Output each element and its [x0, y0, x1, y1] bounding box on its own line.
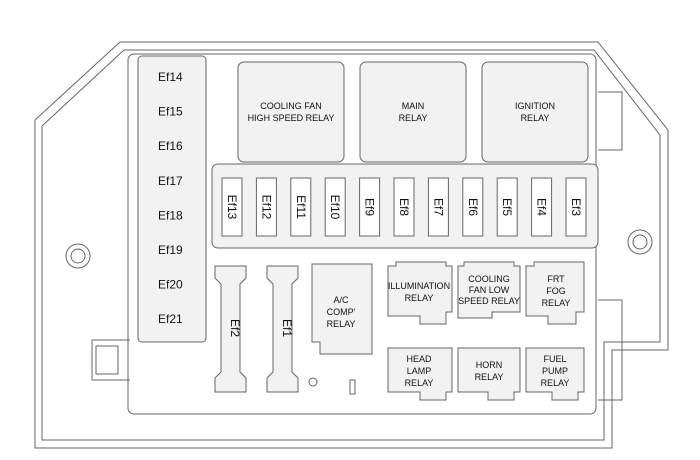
mini-fuse [221, 177, 243, 237]
fuel-pump-relay [525, 347, 585, 401]
relay-label: RELAY [399, 113, 428, 123]
relay-label: FRT [547, 274, 565, 284]
fuse-label: Ef10 [328, 195, 342, 220]
fuse-label: Ef8 [397, 198, 411, 216]
mini-fuse [565, 177, 587, 237]
relay-label: HEAD [406, 354, 432, 364]
mini-fuse [427, 177, 449, 237]
fuse-label: Ef5 [500, 198, 514, 216]
cooling-fan-high-speed-relay [237, 61, 345, 163]
mini-fuse [255, 177, 277, 237]
horn-relay [457, 347, 521, 401]
ignition-relay [481, 61, 589, 163]
relay-label: RELAY [521, 113, 550, 123]
large-fuse-ef1 [266, 265, 299, 393]
fuse-label: Ef20 [158, 278, 183, 292]
relay-label: SPEED RELAY [458, 296, 520, 306]
fuse-label: Ef3 [569, 198, 583, 216]
relay-label: HORN [476, 360, 503, 370]
relay-label: PUMP [542, 366, 568, 376]
relay-label: ILLUMINATION [388, 281, 450, 291]
fuse-label: Ef9 [363, 198, 377, 216]
fuse-label: Ef4 [535, 198, 549, 216]
terminal-slot [349, 379, 356, 395]
mini-fuse [290, 177, 312, 237]
fuse-label: Ef14 [158, 70, 183, 84]
cooling-fan-low-speed-relay [457, 261, 521, 319]
head-lamp-relay [387, 347, 453, 401]
fuse-label: Ef7 [431, 198, 445, 216]
fuse-label: Ef11 [294, 195, 308, 219]
mounting-hole-left-inner [70, 248, 86, 264]
mini-fuse [462, 177, 484, 237]
mini-fuse [324, 177, 346, 237]
mini-fuse [393, 177, 415, 237]
relay-label: RELAY [475, 372, 504, 382]
fuse-label: Ef2 [228, 319, 242, 337]
mini-fuse [531, 177, 553, 237]
main-relay [359, 61, 467, 163]
relay-label: LAMP [407, 366, 432, 376]
mini-fuse [496, 177, 518, 237]
relay-label: RELAY [405, 293, 434, 303]
fuse-label: Ef1 [280, 319, 294, 337]
relay-label: COOLING FAN [260, 101, 322, 111]
frt-fog-relay [525, 261, 585, 325]
fuse-box-housing [34, 41, 669, 449]
relay-label: FOG [546, 286, 566, 296]
illumination-relay [387, 261, 453, 325]
fuse-label: Ef17 [158, 174, 183, 188]
fuse-label: Ef21 [158, 312, 183, 326]
relay-label: COOLING [468, 274, 510, 284]
ac-comp-relay [311, 263, 373, 355]
relay-label: RELAY [541, 378, 570, 388]
relay-label: RELAY [542, 298, 571, 308]
left-clip [91, 339, 130, 381]
relay-label: RELAY [405, 378, 434, 388]
fuse-label: Ef18 [158, 208, 183, 222]
relay-label: IGNITION [515, 101, 555, 111]
relay-label: HIGH SPEED RELAY [248, 113, 335, 123]
left-fuse-column [137, 55, 207, 343]
fuse-label: Ef15 [158, 105, 183, 119]
terminal [308, 377, 318, 387]
fuse-label: Ef19 [158, 243, 183, 257]
mini-fuse [359, 177, 381, 237]
relay-label: RELAY [327, 319, 356, 329]
right-clip-top [598, 91, 623, 151]
mounting-hole-right-inner [632, 234, 648, 250]
fuse-label: Ef13 [225, 195, 239, 220]
fuse-label: Ef12 [259, 195, 273, 220]
fuse-label: Ef6 [466, 198, 480, 216]
fuse-label: Ef16 [158, 139, 183, 153]
housing-inner-outline [41, 49, 661, 441]
right-clip-bottom [598, 299, 623, 401]
relay-label: A/C [333, 295, 349, 305]
large-fuse-ef2 [214, 265, 247, 393]
relay-label: FAN LOW [469, 285, 510, 295]
relay-label: FUEL [543, 354, 566, 364]
relay-label: COMP' [327, 307, 356, 317]
relay-label: MAIN [402, 101, 425, 111]
left-clip-tab [95, 345, 119, 375]
